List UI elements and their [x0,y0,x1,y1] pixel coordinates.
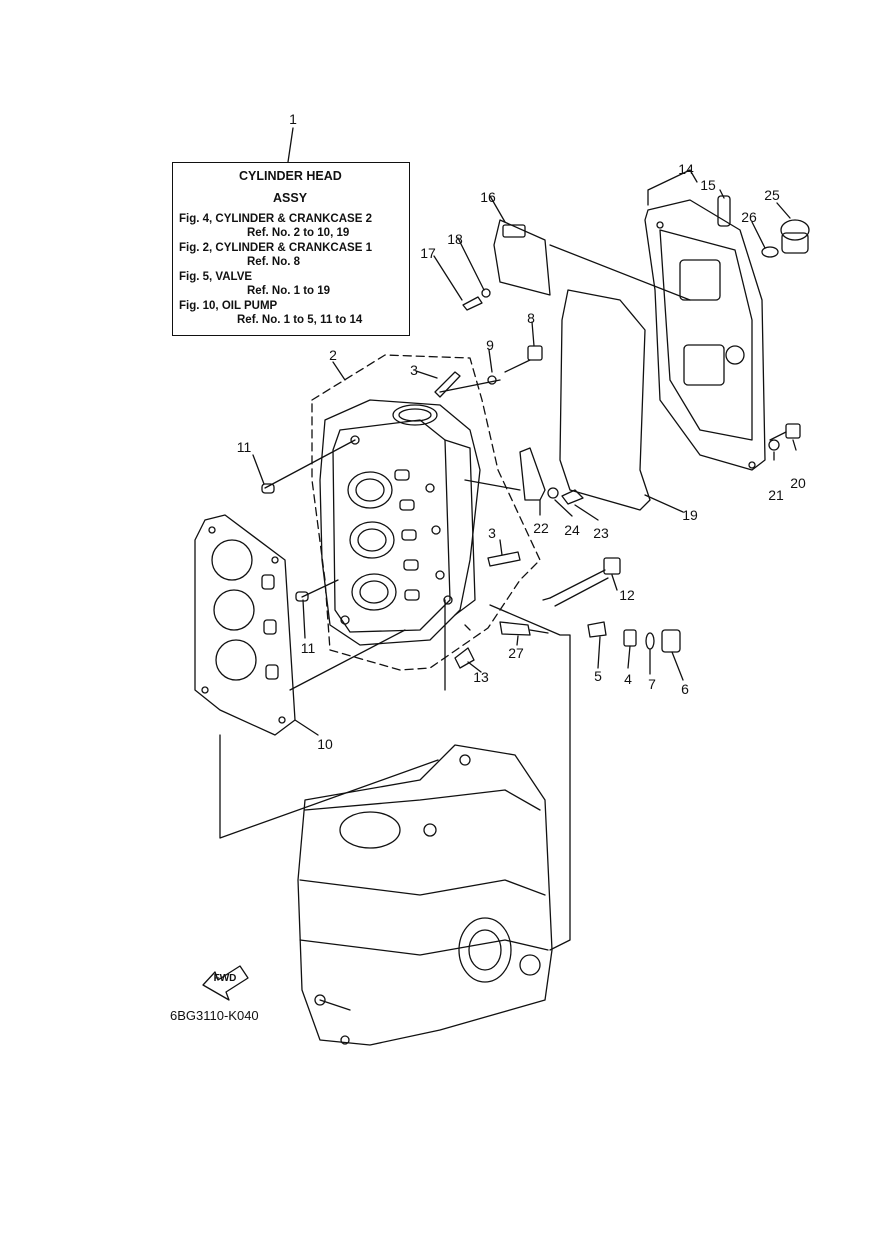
dowel-pin-lower [295,591,309,602]
info-title-line1: CYLINDER HEAD [239,169,342,183]
dowel-pin-upper [261,483,275,494]
fwd-arrow [202,965,249,1001]
callout-6: 6 [681,681,689,697]
bolt-17 [462,296,483,311]
callout-11: 11 [300,640,316,656]
gasket-19 [559,289,651,511]
bolt-8 [504,345,543,373]
callout-11: 11 [236,439,252,455]
callout-10: 10 [317,736,333,752]
callout-22: 22 [533,520,549,536]
callout-21: 21 [768,487,784,503]
callout-15: 15 [700,177,716,193]
washer-9 [487,375,497,385]
callout-3: 3 [488,525,496,541]
callout-16: 16 [480,189,496,205]
callout-9: 9 [486,337,494,353]
info-ref-line: Fig. 5, VALVE [179,271,253,283]
stud-lower [487,551,521,567]
figure-code: 6BG3110-K040 [170,1008,259,1023]
info-ref-line: Fig. 10, OIL PUMP [179,300,278,312]
head-gasket [194,514,296,736]
callout-12: 12 [619,587,635,603]
bracket-22 [519,447,546,501]
leader-lines [219,244,691,951]
info-ref-line: Ref. No. 1 to 19 [247,285,331,297]
plug-6 [661,629,681,653]
cylinder-head-assy-info-box: CYLINDER HEAD ASSY Fig. 4, CYLINDER & CR… [172,162,410,336]
callout-2: 2 [329,347,337,363]
o-ring-7 [645,632,655,650]
callout-20: 20 [790,475,806,491]
stud-upper [434,371,461,398]
leader-1 [287,127,294,163]
exhaust-cover [644,199,766,471]
washer-24 [547,487,559,499]
plug-15 [717,195,731,227]
callout-27: 27 [508,645,524,661]
leader-14 [647,169,698,206]
o-ring-26 [761,246,779,258]
callout-13: 13 [473,669,489,685]
info-title-line2: ASSY [273,191,308,205]
fwd-label: FWD [213,973,237,984]
callout-4: 4 [624,671,632,687]
bolt-5 [587,621,607,638]
bolt-13 [454,647,475,669]
info-ref-line: Fig. 4, CYLINDER & CRANKCASE 2 [179,213,372,225]
cylinder-head [319,399,481,646]
washer-18 [481,288,491,298]
info-ref-line: Ref. No. 2 to 10, 19 [247,227,350,239]
plug-4 [623,629,637,647]
bolt-23 [561,489,584,505]
callout-26: 26 [741,209,757,225]
sensor-27 [499,621,549,636]
callout-25: 25 [764,187,780,203]
callout-19: 19 [682,507,698,523]
callout-leaders [252,189,797,736]
callout-5: 5 [594,668,602,684]
info-ref-line: Ref. No. 8 [247,256,301,268]
callout-17: 17 [420,245,436,261]
cover-gasket-16 [493,219,551,296]
callout-24: 24 [564,522,580,538]
bolt-20 [769,423,801,441]
crankcase [297,744,553,1046]
callout-14: 14 [678,161,694,177]
callout-1: 1 [289,111,297,127]
cap-25 [780,219,810,254]
callout-18: 18 [447,231,463,247]
info-ref-line: Ref. No. 1 to 5, 11 to 14 [237,314,363,326]
info-ref-line: Fig. 2, CYLINDER & CRANKCASE 1 [179,242,372,254]
callout-23: 23 [593,525,609,541]
bolt-12 [549,557,621,607]
callout-8: 8 [527,310,535,326]
washer-21 [768,439,780,451]
callout-3: 3 [410,362,418,378]
callout-7: 7 [648,676,656,692]
